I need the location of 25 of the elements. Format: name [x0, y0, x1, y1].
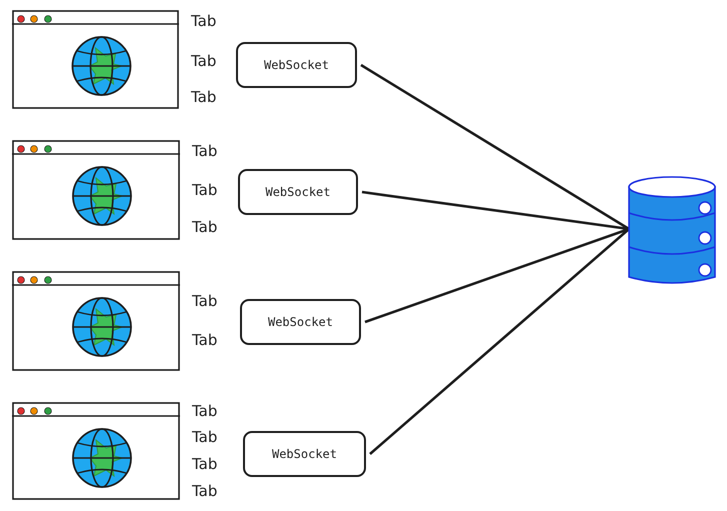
connector-line	[360, 64, 630, 230]
websocket-box: WebSocket	[243, 431, 366, 477]
tab-label: Tab	[192, 428, 218, 446]
tab-label: Tab	[192, 482, 218, 500]
browser-window-drawing	[12, 402, 180, 500]
tab-label: Tab	[192, 142, 218, 160]
websocket-box: WebSocket	[238, 169, 358, 215]
browser-window-drawing	[12, 271, 180, 371]
tab-label: Tab	[192, 218, 218, 236]
connector-line	[369, 228, 630, 455]
tab-label: Tab	[191, 12, 216, 30]
connector-line	[364, 228, 630, 324]
tab-label: Tab	[192, 292, 218, 310]
tab-label: Tab	[192, 455, 218, 473]
tab-label: Tab	[192, 402, 218, 420]
browser-window-drawing	[12, 10, 179, 109]
tab-label: Tab	[191, 52, 216, 70]
websocket-box: WebSocket	[240, 299, 361, 345]
tab-label: Tab	[192, 331, 218, 349]
connector-line	[362, 190, 630, 230]
browser-window-drawing	[12, 140, 180, 240]
database-drawing	[627, 175, 717, 287]
websocket-box: WebSocket	[236, 42, 357, 88]
tab-label: Tab	[191, 88, 216, 106]
tab-label: Tab	[192, 181, 218, 199]
